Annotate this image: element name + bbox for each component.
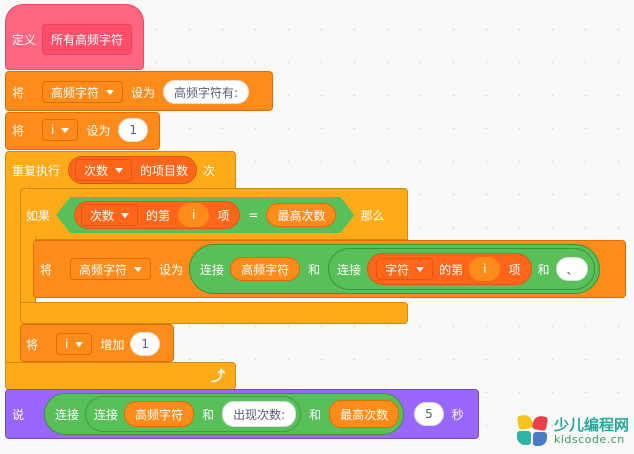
variable-reporter[interactable]: 高频字符: [124, 401, 195, 427]
then-label: 那么: [360, 208, 385, 223]
chevron-down-icon: [416, 266, 425, 272]
set-label: 将: [12, 123, 25, 138]
text-input[interactable]: 、: [555, 257, 588, 281]
text-input[interactable]: 出现次数:: [222, 401, 297, 427]
item-of-list-reporter[interactable]: 次数 的第 i 项: [74, 201, 240, 229]
join-operator[interactable]: 连接 高频字符 和 连接 字符 的第 i 项 和 、: [189, 244, 600, 294]
variable-dropdown[interactable]: i: [56, 333, 93, 355]
item-of-list-reporter[interactable]: 字符 的第 i 项: [367, 253, 532, 285]
set-label: 将: [40, 262, 53, 277]
variable-dropdown[interactable]: 高频字符: [70, 258, 152, 280]
define-label: 定义: [12, 32, 37, 47]
variable-reporter[interactable]: 最高次数: [329, 400, 400, 428]
repeat-block-foot: [5, 362, 236, 390]
procedure-name[interactable]: 所有高频字符: [42, 23, 133, 55]
loop-arrow-icon: ⤴: [211, 369, 225, 385]
say-label: 说: [12, 407, 25, 422]
variable-reporter[interactable]: 最高次数: [266, 203, 336, 227]
list-length-reporter[interactable]: 次数 的项目数: [68, 156, 198, 184]
value-input[interactable]: 高频字符有:: [163, 80, 250, 104]
inner-join-operator[interactable]: 连接 高频字符 和 出现次数:: [85, 396, 302, 432]
variable-dropdown[interactable]: i: [42, 119, 79, 141]
value-input[interactable]: 1: [118, 118, 149, 142]
list-dropdown[interactable]: 次数: [75, 159, 133, 181]
chevron-down-icon: [61, 127, 70, 133]
if-label: 如果: [26, 208, 51, 223]
chevron-down-icon: [121, 213, 129, 218]
value-input[interactable]: 1: [130, 332, 161, 356]
repeat-label: 重复执行: [12, 163, 61, 178]
variable-dropdown[interactable]: 高频字符: [42, 81, 124, 103]
watermark-title: 少儿编程网: [554, 415, 630, 434]
kidscode-logo-icon: [514, 413, 550, 449]
index-variable[interactable]: i: [178, 203, 209, 227]
index-variable[interactable]: i: [469, 257, 501, 281]
chevron-down-icon: [75, 341, 84, 347]
if-block-foot: [20, 302, 408, 324]
chevron-down-icon: [115, 167, 124, 173]
equals-operator[interactable]: 次数 的第 i 项 = 最高次数: [56, 197, 354, 233]
list-dropdown[interactable]: 字符: [376, 258, 434, 280]
to-label: 设为: [131, 85, 156, 100]
chevron-down-icon: [134, 266, 143, 272]
watermark-domain: kidscode.cn: [554, 432, 625, 446]
watermark-logo: 少儿编程网 kidscode.cn: [514, 413, 629, 449]
variable-reporter[interactable]: 高频字符: [230, 257, 301, 281]
set-label: 将: [12, 85, 25, 100]
equals-sign: =: [248, 208, 259, 222]
times-label: 次: [203, 163, 216, 178]
to-label: 设为: [86, 123, 111, 138]
seconds-input[interactable]: 5: [414, 402, 444, 426]
inner-join-operator[interactable]: 连接 字符 的第 i 项 和 、: [328, 248, 595, 290]
list-dropdown[interactable]: 次数: [81, 204, 138, 226]
chevron-down-icon: [106, 89, 115, 95]
change-label: 将: [26, 337, 39, 352]
join-operator[interactable]: 连接 连接 高频字符 和 出现次数: 和 最高次数: [44, 393, 405, 435]
